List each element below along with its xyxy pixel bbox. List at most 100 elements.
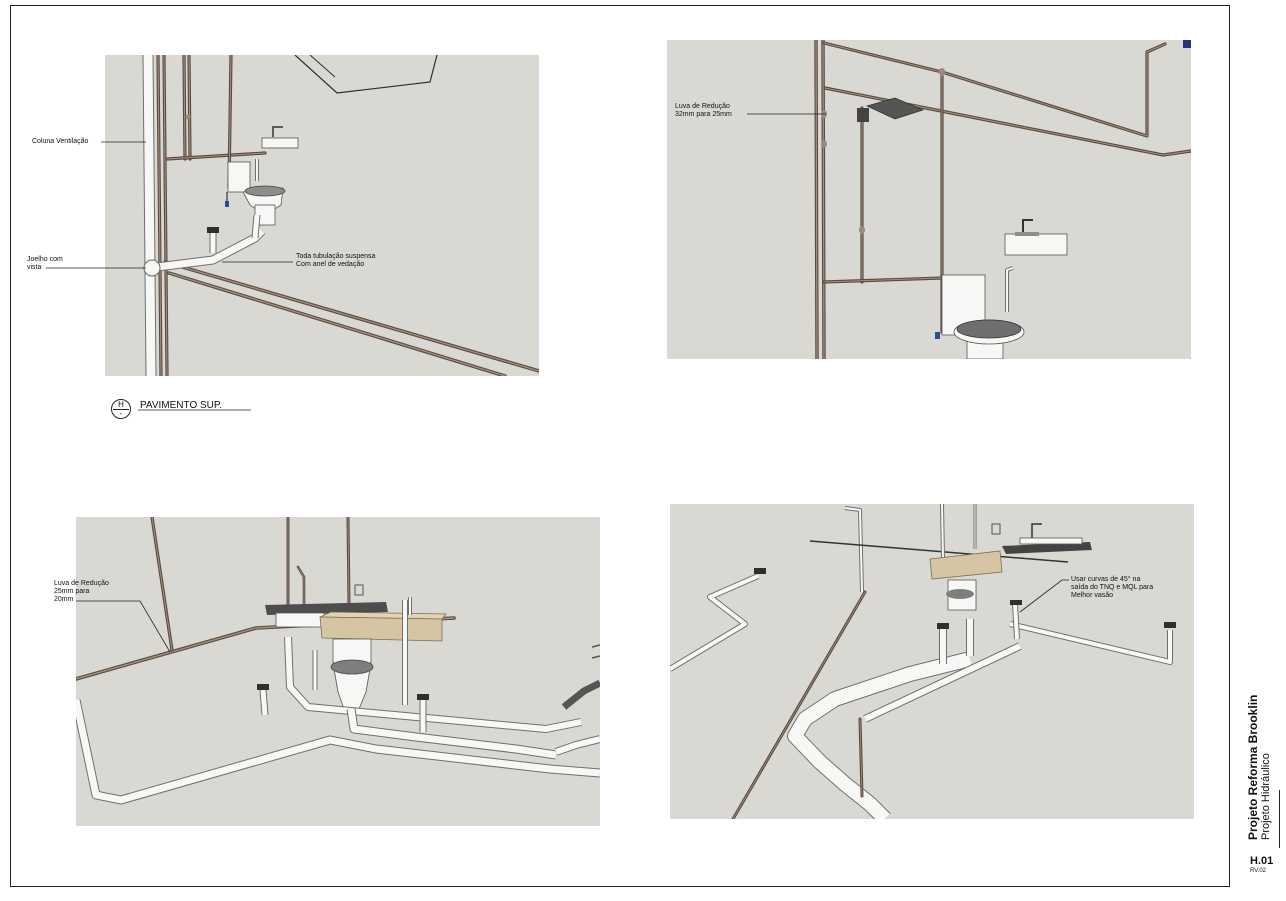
label-coluna-ventilacao: Coluna Ventilação	[32, 138, 88, 146]
outlet-icon	[354, 584, 364, 596]
project-title: Projeto Reforma Brooklin	[1246, 694, 1260, 840]
valve-icon	[935, 332, 940, 339]
faucet-icon	[1022, 219, 1033, 232]
ceiling-edge	[294, 55, 438, 94]
pipe-joint	[859, 226, 865, 234]
toilet-seat	[330, 659, 374, 675]
toilet-seat	[956, 319, 1022, 339]
water-pipe-highlight	[824, 87, 1191, 156]
sink-basin	[261, 137, 299, 149]
cabinet	[929, 550, 1003, 580]
floor-drain-pipe-highlight	[260, 689, 268, 716]
view-tag: H -	[111, 399, 131, 419]
outlet-icon	[991, 523, 1001, 535]
view-tag-divider	[113, 409, 129, 410]
water-pipe-highlight	[164, 261, 539, 372]
floor-drain	[937, 623, 949, 629]
pipe-joint	[185, 114, 191, 120]
sink-basin	[1004, 233, 1068, 256]
pipe-stub	[591, 655, 600, 659]
discipline-title: Projeto Hidráulico	[1260, 753, 1272, 840]
label-line: Joelho com	[27, 256, 63, 263]
label-line: vista	[27, 264, 42, 271]
view-tag-sub: -	[119, 409, 123, 418]
label-joelho: Joelho com vista	[27, 256, 63, 272]
water-pipe-highlight	[297, 566, 305, 606]
sewer-pipe-highlight	[285, 636, 582, 732]
render-view-pavimento-sup	[105, 55, 539, 376]
pipe-stub	[591, 644, 600, 648]
sink-basin	[275, 612, 325, 628]
ventilation-column-highlight	[143, 55, 156, 376]
water-pipe-highlight	[188, 55, 191, 160]
toilet-tank	[227, 161, 251, 193]
ceiling-edge	[309, 55, 336, 78]
elbow-fitting	[143, 259, 161, 277]
flexible-hose	[561, 679, 600, 710]
water-pipe-highlight	[347, 517, 350, 606]
title-block: Projeto Reforma Brooklin Projeto Hidrául…	[1246, 678, 1276, 840]
toilet-seat	[946, 589, 974, 599]
sewer-pipe-highlight	[76, 699, 600, 804]
shower-arm	[857, 108, 869, 122]
pipe-joint	[939, 68, 945, 76]
render-background	[667, 40, 1191, 359]
sink	[1004, 219, 1068, 256]
ceiling-edge	[809, 540, 1069, 563]
shower-icon	[865, 97, 925, 120]
revision: RV.02	[1250, 868, 1267, 874]
label-line: Luva de Redução	[675, 103, 730, 110]
countertop	[1002, 542, 1092, 554]
water-pipe-highlight	[823, 42, 1166, 137]
label-line: Usar curvas de 45° na	[1071, 576, 1141, 583]
water-pipe-highlight	[183, 55, 186, 160]
shower-head	[857, 97, 925, 122]
label-line: Luva de Redução	[54, 580, 109, 587]
label-curvas: Usar curvas de 45° na saída do TNQ e MQL…	[1071, 576, 1153, 600]
water-pipe-highlight	[822, 40, 825, 359]
label-tubulacao: Toda tubulação suspensa Com anel de veda…	[296, 253, 375, 269]
water-pipe-highlight	[823, 277, 943, 283]
sewer-pipe-highlight	[347, 708, 557, 759]
label-line: saída do TNQ e MQL para	[1071, 584, 1154, 591]
supply-pipe-highlight	[941, 504, 944, 560]
floor-drain	[417, 694, 429, 700]
floor-drain	[1164, 622, 1176, 628]
toilet-tank	[332, 638, 372, 664]
view-title: PAVIMENTO SUP.	[140, 400, 223, 411]
laundry-tub	[1019, 537, 1083, 545]
reducer-fitting	[821, 110, 827, 118]
sink	[261, 126, 299, 149]
render-view-shower	[667, 40, 1191, 359]
render-view-lavabo	[76, 517, 600, 826]
label-line: Com anel de vedação	[296, 261, 365, 268]
water-pipe-highlight	[859, 718, 863, 797]
water-pipe-highlight	[157, 55, 162, 376]
water-pipe-highlight	[732, 591, 866, 819]
toilet	[330, 638, 374, 710]
toilet	[946, 579, 977, 611]
water-pipe-highlight	[815, 40, 818, 359]
cabinet-front	[319, 616, 443, 642]
label-line: 25mm para	[54, 588, 90, 595]
cabinet	[319, 611, 447, 642]
label-line: 32mm para 25mm	[675, 111, 732, 118]
toilet	[227, 161, 286, 226]
label-line: 20mm	[54, 596, 74, 603]
sheet-border	[10, 5, 1230, 887]
sewer-pipe-highlight	[555, 736, 600, 755]
toilet	[941, 274, 1025, 359]
render-background	[105, 55, 539, 376]
sink-bowl	[1015, 232, 1039, 236]
water-pipe-highlight	[166, 152, 266, 160]
label-line: Melhor vasão	[1071, 592, 1114, 599]
sewer-pipe-highlight	[670, 574, 759, 671]
label-luva-32: Luva de Redução 32mm para 25mm	[675, 103, 732, 119]
drain-pipe-highlight	[1013, 603, 1019, 640]
sewer-pipe-highlight	[863, 643, 1022, 722]
render-view-service-area	[670, 504, 1194, 819]
sheet-number: H.01	[1250, 855, 1274, 867]
faucet-icon	[272, 126, 283, 137]
title-block-rule	[1279, 790, 1280, 848]
vent-pipe-highlight	[844, 507, 863, 593]
